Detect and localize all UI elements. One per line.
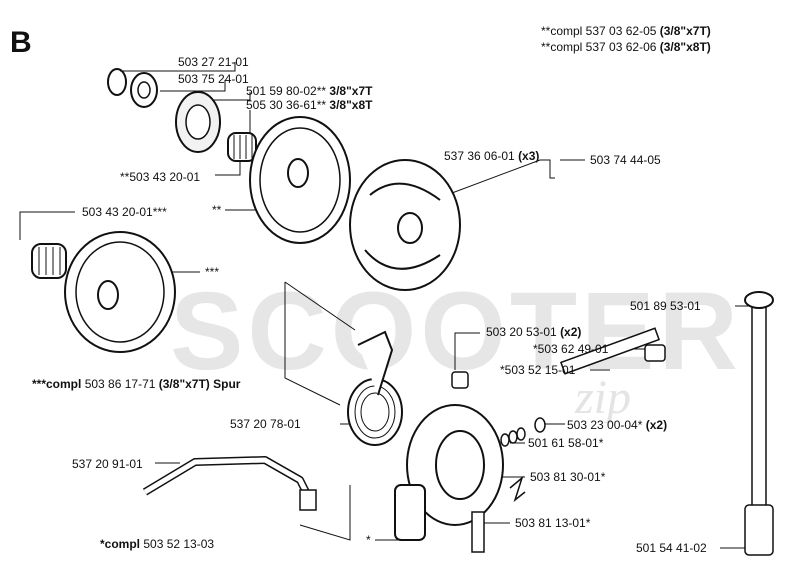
part-label: * — [366, 533, 371, 547]
adjust-screw — [471, 511, 485, 553]
part-label: ** — [212, 203, 222, 217]
drive-shaft — [751, 299, 767, 511]
needle-bearing-lower — [31, 243, 67, 279]
leader-line — [19, 211, 75, 240]
header-note-1: **compl 537 03 62-05 (3/8"x7T) — [541, 24, 711, 38]
part-label: 503 27 21-01 — [178, 55, 249, 69]
leader-line — [210, 92, 251, 101]
plunger-cap — [644, 344, 666, 362]
spur-drum — [64, 231, 176, 353]
bolt — [451, 371, 469, 389]
part-label: 503 20 53-01 (x2) — [486, 325, 582, 339]
leader-line — [419, 159, 555, 206]
part-label: 505 30 36-61** 3/8"x8T — [246, 98, 373, 112]
pump-piston — [560, 327, 660, 375]
leader-line — [160, 80, 226, 92]
part-label: 537 20 91-01 — [72, 457, 143, 471]
part-label: 503 81 13-01* — [515, 516, 591, 530]
leader-line — [120, 62, 236, 72]
needle-bearing — [227, 132, 257, 162]
part-label: 503 75 24-01 — [178, 72, 249, 86]
part-label: *** — [205, 265, 220, 279]
part-label: 537 20 78-01 — [230, 417, 301, 431]
part-label: 503 81 30-01* — [530, 470, 606, 484]
hose-nipple — [299, 489, 317, 511]
part-label: 501 54 41-02 — [636, 541, 707, 555]
part-label: 537 36 06-01 (x3) — [444, 149, 540, 163]
part-label: 501 59 80-02** 3/8"x7T — [246, 84, 373, 98]
part-label: **503 43 20-01 — [120, 170, 201, 184]
part-label: 503 43 20-01*** — [82, 205, 167, 219]
section-letter: B — [10, 26, 32, 59]
drive-arm — [357, 330, 394, 396]
flow-arrow — [509, 475, 526, 503]
header-note-2: **compl 537 03 62-06 (3/8"x8T) — [541, 40, 711, 54]
part-label: 501 61 58-01* — [528, 436, 604, 450]
compl-note: *compl 503 52 13-03 — [100, 537, 215, 551]
watermark-sub: zip — [575, 371, 632, 424]
part-label: 501 89 53-01 — [630, 299, 701, 313]
part-label: 503 23 00-04* (x2) — [567, 418, 668, 432]
leader-line — [454, 332, 480, 370]
part-label: *503 62 49-01 — [533, 342, 609, 356]
spur-compl-note: ***compl 503 86 17-71 (3/8"x7T) Spur — [32, 377, 241, 391]
spring — [500, 417, 546, 447]
circlip — [107, 68, 127, 96]
part-label: 503 74 44-05 — [590, 153, 661, 167]
part-label: *503 52 15-01 — [500, 363, 576, 377]
worm-gear — [347, 378, 403, 446]
